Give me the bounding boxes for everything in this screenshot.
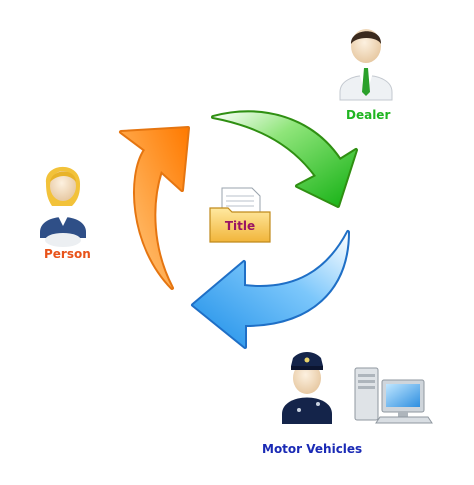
title-label: Title [224,219,256,233]
person-woman-icon [40,166,86,247]
dealer-person-icon [339,29,393,101]
computer-icon [354,367,433,424]
dealer-label: Dealer [346,108,391,122]
orange-cycle-arrow [119,126,190,290]
folder-document-icon [209,187,271,243]
green-cycle-arrow [211,110,358,208]
person-label: Person [44,247,91,261]
motor-vehicles-label: Motor Vehicles [262,442,363,456]
blue-cycle-arrow [191,230,350,349]
police-officer-icon [282,352,332,424]
